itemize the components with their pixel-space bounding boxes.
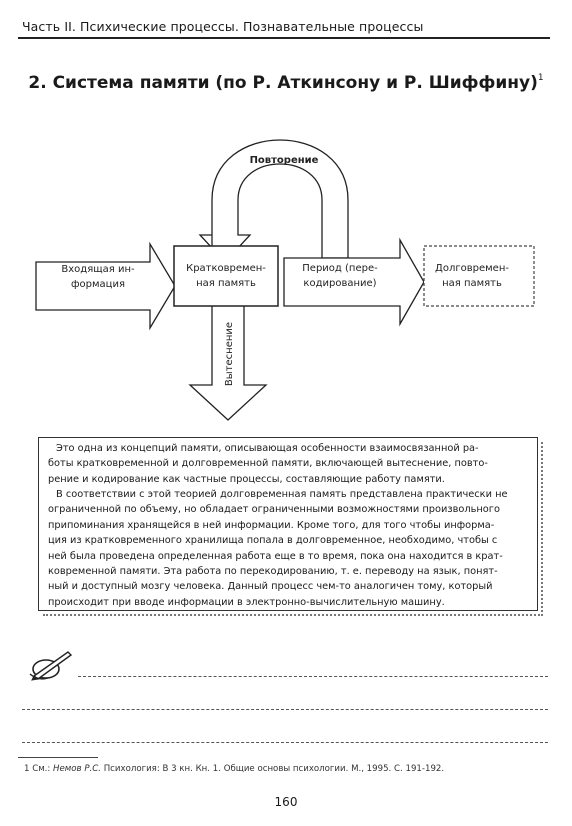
paragraph-line: ция из кратковременного хранилища попала… — [48, 535, 498, 547]
displacement-label: Вытеснение — [224, 322, 235, 386]
pencil-note-icon — [29, 651, 73, 681]
footnote-prefix: 1 См.: — [24, 764, 54, 774]
ltm-label-line1: Долговремен- — [435, 263, 509, 274]
recoding-arrow — [283, 237, 425, 327]
section-title-text: 2. Система памяти (по Р. Аткинсону и Р. … — [28, 73, 538, 93]
footnote-mark: 1 — [537, 73, 544, 83]
section-title: 2. Система памяти (по Р. Аткинсону и Р. … — [0, 73, 572, 93]
note-line — [22, 742, 548, 743]
paragraph-line: происходит при вводе информации в электр… — [48, 596, 445, 608]
textbox-shadow — [43, 442, 543, 616]
page-number: 160 — [274, 795, 298, 809]
note-line — [78, 676, 548, 677]
footnote-rule — [18, 757, 98, 758]
repetition-label: Повторение — [250, 155, 319, 166]
paragraph-2: В соответствии с этой теорией долговреме… — [48, 487, 534, 610]
paragraph-line: ный и доступный мозгу человека. Данный п… — [48, 581, 493, 593]
stm-label-line2: ная память — [196, 278, 256, 289]
period-label-line1: Период (пере- — [302, 263, 378, 274]
paragraph-line: припоминания хранящейся в ней информации… — [48, 519, 495, 531]
paragraph-line: рение и кодирование как частные процессы… — [48, 473, 445, 485]
displacement-arrow — [188, 303, 268, 421]
paragraph-line: боты кратковременной и долговременной па… — [48, 458, 488, 470]
footnote-author: Немов Р.С. — [53, 764, 101, 774]
footnote: 1 См.: Немов Р.С. Психология: В 3 кн. Кн… — [24, 764, 444, 774]
input-arrow — [35, 241, 176, 331]
paragraph-line: ковременной памяти. Эта работа по переко… — [48, 565, 498, 577]
paragraph-line: В соответствии с этой теорией долговреме… — [56, 489, 508, 500]
running-header-title: Часть II. Психические процессы. Познават… — [22, 19, 424, 34]
long-term-memory-box — [423, 245, 535, 307]
input-label-line1: Входящая ин- — [61, 264, 135, 275]
paragraph-line: Это одна из концепций памяти, описывающа… — [56, 443, 479, 454]
text-box — [38, 437, 538, 611]
paragraph-line: ней была проведена определенная работа е… — [48, 550, 503, 562]
paragraph-1: Это одна из концепций памяти, описывающа… — [48, 441, 534, 487]
paragraph-line: ограниченной по объему, но обладает огра… — [48, 504, 500, 516]
footnote-reference: Психология: В 3 кн. Кн. 1. Общие основы … — [100, 764, 445, 774]
memory-system-diagram: Повторение Входящая ин- формация Кратков… — [35, 139, 535, 421]
period-label-line2: кодирование) — [303, 278, 376, 289]
note-line — [22, 709, 548, 710]
header-rule — [18, 37, 550, 39]
stm-label-line1: Кратковремен- — [186, 263, 266, 274]
input-label-line2: формация — [71, 279, 125, 290]
short-term-memory-box — [173, 245, 279, 307]
ltm-label-line2: ная память — [442, 278, 502, 289]
